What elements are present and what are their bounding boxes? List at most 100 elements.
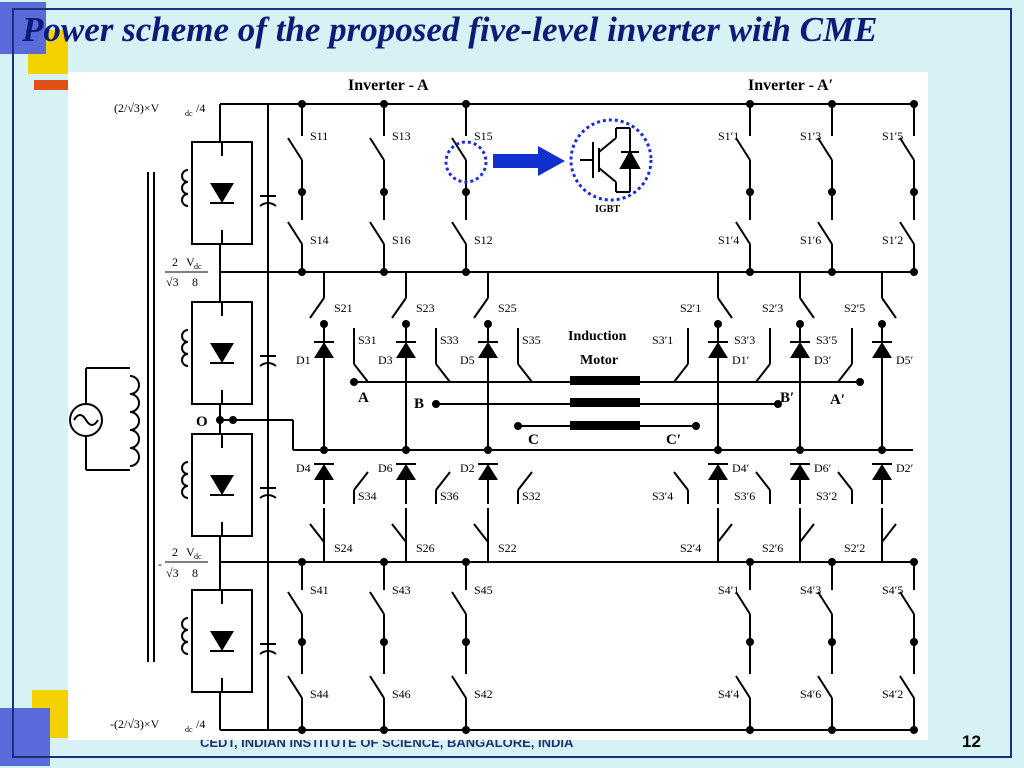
inv-ap-bot-rail-dot-1	[828, 558, 836, 566]
inv-ap-bot-rail-dot-2	[910, 558, 918, 566]
inv-ap-botlower-0-blade	[735, 675, 751, 699]
voltage-lower-num: 2	[172, 545, 178, 559]
inv-ap-s3-blade-0	[673, 363, 689, 383]
inv-ap-s3-blade-2	[837, 363, 853, 383]
igbt-highlight-circle	[444, 140, 488, 184]
inv-a-botlower-0-label: S44	[310, 687, 329, 701]
igbt-label: IGBT	[595, 204, 620, 215]
inv-a-s2l-blade-0	[309, 523, 325, 543]
phase-b-prime-label: B′	[780, 390, 794, 406]
inv-a-bot-mid-dot-2	[462, 638, 470, 646]
voltage-upper-vdc-sub: dc	[194, 262, 202, 271]
inv-ap-o-node-1	[796, 446, 804, 454]
inv-ap-toplower-0-label: S1′4	[718, 233, 739, 247]
phase-c-label: C	[528, 432, 539, 448]
inv-a-top-dot-0	[298, 100, 306, 108]
phase-b-label: B	[414, 396, 424, 412]
inv-ap-s2l-blade-2	[881, 523, 897, 543]
inv-ap-bot-mid-dot-1	[828, 638, 836, 646]
inv-a-diode-up-2-triangle	[478, 342, 498, 358]
inv-a-mid-dot-2	[462, 188, 470, 196]
voltage-top-tail: /4	[196, 101, 205, 115]
inv-ap-diode-up-2-triangle	[872, 342, 892, 358]
inv-a-diode-up-0-label: D1	[296, 353, 311, 367]
inv-ap-diode-lo-2-label: D2′	[896, 461, 914, 475]
inv-ap-toplower-2-blade	[899, 221, 915, 245]
inv-ap-botupper-2-blade	[899, 591, 915, 615]
inv-a-bot-dot-1	[380, 726, 388, 734]
inv-ap-d-up-dot-0	[714, 320, 722, 328]
voltage-lower-minus: -	[158, 557, 162, 571]
primary-coil-2	[129, 411, 140, 431]
inv-a-s2-label-0: S21	[334, 301, 353, 315]
inv-ap-bot-dot-0	[746, 726, 754, 734]
igbt-symbol-circle	[569, 118, 653, 202]
inv-ap-top-2-label: S1′5	[882, 129, 903, 143]
inv-a-toplower-1-blade	[369, 221, 385, 245]
inv-ap-rail-dot-2	[910, 268, 918, 276]
phase-a-dot	[350, 378, 358, 386]
inv-ap-botupper-1-blade	[817, 591, 833, 615]
inv-ap-botupper-0-label: S4′1	[718, 583, 739, 597]
secondary-coil-0-1	[181, 181, 189, 195]
inv-a-toplower-2-label: S12	[474, 233, 493, 247]
voltage-bottom-sub: dc	[185, 725, 193, 734]
inv-a-s2l-blade-1	[391, 523, 407, 543]
inv-a-d-up-dot-0	[320, 320, 328, 328]
inv-ap-botlower-0-label: S4′4	[718, 687, 739, 701]
inv-ap-bot-mid-dot-0	[746, 638, 754, 646]
igbt-symbol-icon	[580, 127, 641, 193]
voltage-label-bottom: -(2/√3)×V dc /4	[110, 717, 205, 734]
phase-a-prime-label: A′	[830, 392, 845, 408]
inv-a-toplower-2-blade	[451, 221, 467, 245]
inverter-a-prime-label: Inverter - A′	[748, 77, 833, 94]
secondary-coil-0-0	[181, 169, 189, 183]
inv-ap-top-1-label: S1′3	[800, 129, 821, 143]
inv-a-diode-lo-1-label: D6	[378, 461, 393, 475]
inv-a-diode-lo-0-label: D4	[296, 461, 311, 475]
inv-ap-s2-label-0: S2′1	[680, 301, 701, 315]
voltage-label-upper: 2 V √3 8 dc	[165, 255, 208, 289]
inv-ap-o-node-2	[878, 446, 886, 454]
inv-a-diode-up-1-label: D3	[378, 353, 393, 367]
voltage-label-top: (2/√3)×V dc /4	[114, 101, 205, 118]
inv-a-bot-dot-0	[298, 726, 306, 734]
inv-ap-toplower-2-label: S1′2	[882, 233, 903, 247]
inv-ap-s3l-blade-1	[755, 471, 771, 491]
inv-ap-botlower-2-blade	[899, 675, 915, 699]
inv-a-s2l-label-2: S22	[498, 541, 517, 555]
secondary-coil-3-2	[181, 641, 189, 655]
inv-a-s2-blade-2	[473, 297, 489, 319]
phase-b-prime-dot	[774, 400, 782, 408]
inv-a-diode-up-2-label: D5	[460, 353, 475, 367]
secondary-coil-2-2	[181, 485, 189, 499]
inv-a-s2-blade-1	[391, 297, 407, 319]
inv-ap-s3l-label-0: S3′4	[652, 489, 673, 503]
inv-ap-s3-label-2: S3′5	[816, 333, 837, 347]
inv-a-top-0-label: S11	[310, 129, 328, 143]
rectifier-diode-2	[210, 475, 234, 495]
inv-ap-diode-lo-1-label: D6′	[814, 461, 832, 475]
inv-a-s3l-blade-2	[517, 471, 533, 491]
rectifier-diode-3	[210, 631, 234, 651]
inv-a-botupper-0-blade	[287, 591, 303, 615]
motor-winding-1	[570, 376, 640, 385]
inv-a-s2l-label-1: S26	[416, 541, 435, 555]
inv-a-mid-dot-0	[298, 188, 306, 196]
inv-a-bot-mid-dot-1	[380, 638, 388, 646]
voltage-upper-den: 8	[192, 275, 198, 289]
inv-a-s3-label-0: S31	[358, 333, 377, 347]
inv-ap-top-dot-0	[746, 100, 754, 108]
inv-ap-botupper-2-label: S4′5	[882, 583, 903, 597]
motor-label-motor: Motor	[580, 353, 618, 368]
inv-a-toplower-1-label: S16	[392, 233, 411, 247]
inv-ap-d-up-dot-2	[878, 320, 886, 328]
secondary-coil-1-0	[181, 329, 189, 343]
inv-ap-bot-mid-dot-2	[910, 638, 918, 646]
inv-ap-mid-dot-0	[746, 188, 754, 196]
inv-ap-bot-rail-dot-0	[746, 558, 754, 566]
inv-a-bot-rail-dot-1	[380, 558, 388, 566]
inv-ap-s2l-label-1: S2′6	[762, 541, 783, 555]
node-o-label: O	[196, 414, 208, 430]
